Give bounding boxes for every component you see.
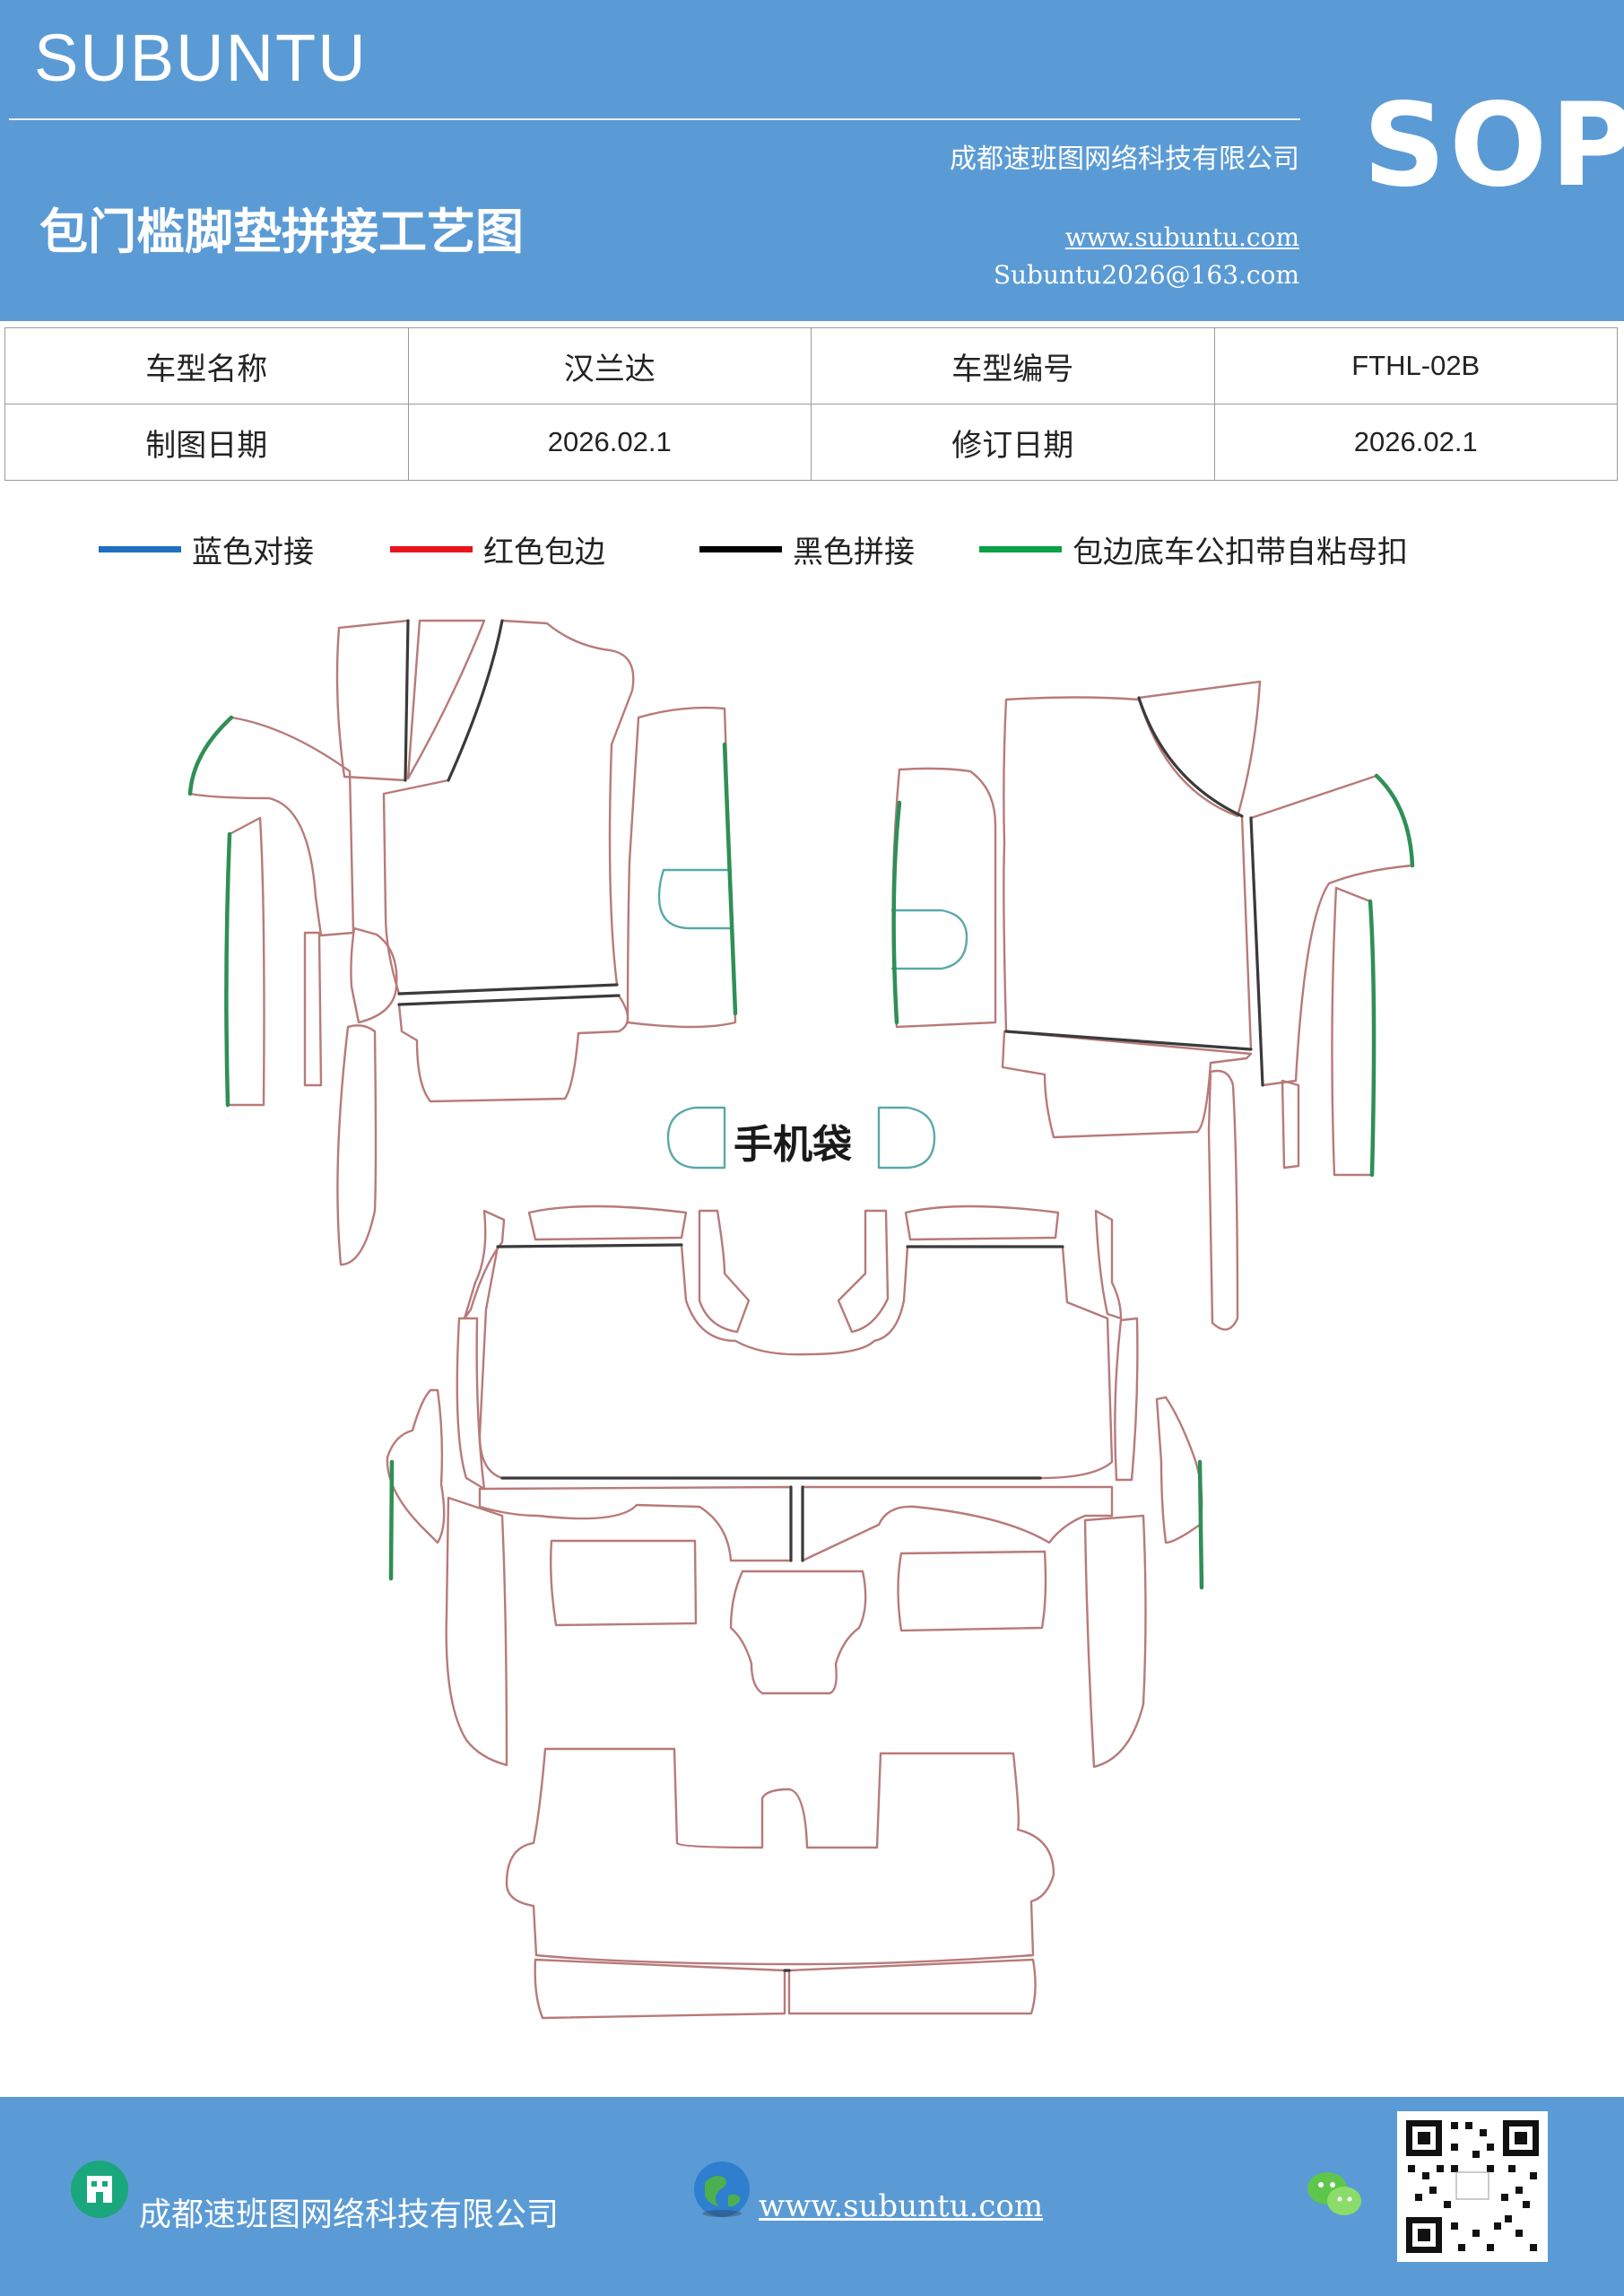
model-code-value: FTHL-02B — [1213, 327, 1618, 404]
seam-front-left-pillar — [404, 619, 410, 782]
phone-pouch-label: 手机袋 — [734, 1122, 852, 1168]
legend-item-black: 黑色拼接 — [699, 527, 915, 571]
pouch-marker-left — [657, 868, 733, 930]
front-left-sill-inner — [303, 931, 323, 1087]
front-right-sill-outer — [1331, 886, 1376, 1177]
legend-label: 包边底车公扣带自粘母扣 — [1073, 535, 1408, 570]
info-table: 车型名称 汉兰达 车型编号 FTHL-02B 制图日期 2026.02.1 修订… — [4, 327, 1618, 481]
third-row-main-mat — [505, 1747, 1055, 1966]
fastener-front-left-side — [722, 742, 738, 1016]
seam-front-left-main-bottom — [397, 983, 619, 996]
legend-label: 黑色拼接 — [793, 535, 915, 570]
fastener-front-right-arch — [1374, 773, 1415, 868]
qr-code-icon[interactable] — [1397, 2111, 1548, 2262]
phone-pouch-left — [666, 1106, 726, 1170]
model-code-label: 车型编号 — [811, 327, 1215, 404]
seam-front-right-main — [1004, 1030, 1253, 1051]
legend-item-green: 包边底车公扣带自粘母扣 — [979, 527, 1408, 571]
document-title: 包门槛脚垫拼接工艺图 — [39, 203, 524, 260]
front-left-sill-strip — [336, 1024, 378, 1266]
legend-label: 蓝色对接 — [192, 535, 314, 570]
fastener-second-row-right — [1197, 1459, 1204, 1590]
fastener-second-row-left — [388, 1459, 395, 1581]
fastener-front-left-arch — [187, 715, 234, 796]
second-row-right-heel — [897, 1550, 1047, 1632]
website-link[interactable]: www.subuntu.com — [1064, 222, 1299, 252]
legend-swatch — [390, 546, 473, 552]
front-left-arch-piece — [188, 716, 355, 937]
building-icon — [71, 2161, 128, 2218]
footer-banner: 成都速班图网络科技有限公司 www.subuntu.com — [0, 2097, 1624, 2296]
front-left-gear-piece — [350, 926, 398, 1024]
seam-front-right-upper — [1137, 696, 1244, 818]
second-row-right-post — [1094, 1209, 1123, 1320]
second-row-center-hump — [729, 1570, 867, 1695]
front-right-main-mat — [1003, 696, 1253, 1051]
second-row-right-bottom-strip — [801, 1485, 1114, 1562]
front-right-sill-inner — [1281, 1079, 1300, 1170]
wechat-icon[interactable] — [1305, 2167, 1364, 2222]
front-left-upper-piece — [335, 619, 410, 782]
header-divider — [9, 118, 1300, 120]
second-row-left-tab — [527, 1205, 688, 1241]
header-banner: SUBUNTU SOP 成都速班图网络科技有限公司 包门槛脚垫拼接工艺图 www… — [0, 0, 1624, 321]
brand-name: SUBUNTU — [34, 21, 368, 95]
seam-second-row-top-left — [496, 1243, 683, 1248]
revision-date-label: 修订日期 — [811, 404, 1215, 481]
second-row-left-heel — [549, 1539, 698, 1627]
legend-item-blue: 蓝色对接 — [99, 527, 314, 571]
model-name-label: 车型名称 — [4, 327, 409, 404]
seam-front-right-arch — [1249, 816, 1264, 1087]
fastener-front-left-sill — [224, 831, 232, 1108]
legend-swatch — [99, 546, 181, 552]
fastener-front-right-sill — [1368, 899, 1376, 1178]
front-left-side-mat — [626, 706, 737, 1029]
footer-website-link[interactable]: www.subuntu.com — [759, 2188, 1044, 2224]
second-row-right-center-tab — [837, 1209, 890, 1334]
fastener-front-right-side — [891, 800, 902, 1025]
front-right-upper-piece — [1137, 680, 1262, 818]
color-legend: 蓝色对接 红色包边 黑色拼接 包边底车公扣带自粘母扣 — [0, 527, 1624, 572]
front-right-side-mat — [891, 767, 997, 1029]
front-left-main-mat — [382, 619, 635, 996]
second-row-right-tab — [904, 1205, 1060, 1241]
second-row-main-mat — [478, 1243, 1114, 1480]
seam-front-left-heel — [397, 994, 621, 1006]
legend-item-red: 红色包边 — [390, 527, 605, 571]
third-row-left-strip — [534, 1958, 786, 2020]
revision-date-value: 2026.02.1 — [1213, 404, 1618, 481]
phone-pouch-right — [877, 1106, 936, 1170]
model-name-value: 汉兰达 — [407, 327, 812, 404]
seam-front-left-main — [447, 619, 504, 782]
email-address: Subuntu2026@163.com — [993, 260, 1299, 290]
second-row-left-outer-arch — [386, 1388, 446, 1544]
mat-layout-diagram — [187, 619, 1415, 2020]
front-left-pillar-piece — [406, 619, 486, 780]
second-row-left-center-tab — [698, 1209, 751, 1334]
legend-swatch — [699, 546, 782, 552]
second-row-right-side-strip — [1083, 1514, 1147, 1769]
table-row: 制图日期 2026.02.1 修订日期 2026.02.1 — [4, 404, 1618, 481]
front-right-sill-strip — [1207, 1069, 1239, 1331]
legend-label: 红色包边 — [483, 535, 605, 570]
second-row-left-post — [463, 1209, 506, 1320]
company-name: 成都速班图网络科技有限公司 — [950, 144, 1299, 175]
third-row-right-strip — [787, 1958, 1037, 2015]
legend-swatch — [979, 546, 1062, 552]
pouch-marker-right — [890, 909, 968, 970]
table-row: 车型名称 汉兰达 车型编号 FTHL-02B — [4, 327, 1618, 404]
globe-icon — [694, 2161, 750, 2217]
draw-date-label: 制图日期 — [4, 404, 409, 481]
second-row-left-side-strip — [445, 1496, 508, 1767]
front-left-heel-piece — [397, 994, 630, 1103]
second-row-left-sill — [456, 1317, 486, 1491]
footer-company-name: 成都速班图网络科技有限公司 — [139, 2196, 560, 2233]
sop-badge: SOP — [1363, 79, 1624, 213]
front-left-sill-outer — [225, 816, 265, 1107]
second-row-right-outer-arch — [1155, 1396, 1203, 1544]
second-row-right-sill — [1114, 1317, 1139, 1482]
second-row-left-bottom-strip — [478, 1485, 793, 1562]
draw-date-value: 2026.02.1 — [407, 404, 812, 481]
